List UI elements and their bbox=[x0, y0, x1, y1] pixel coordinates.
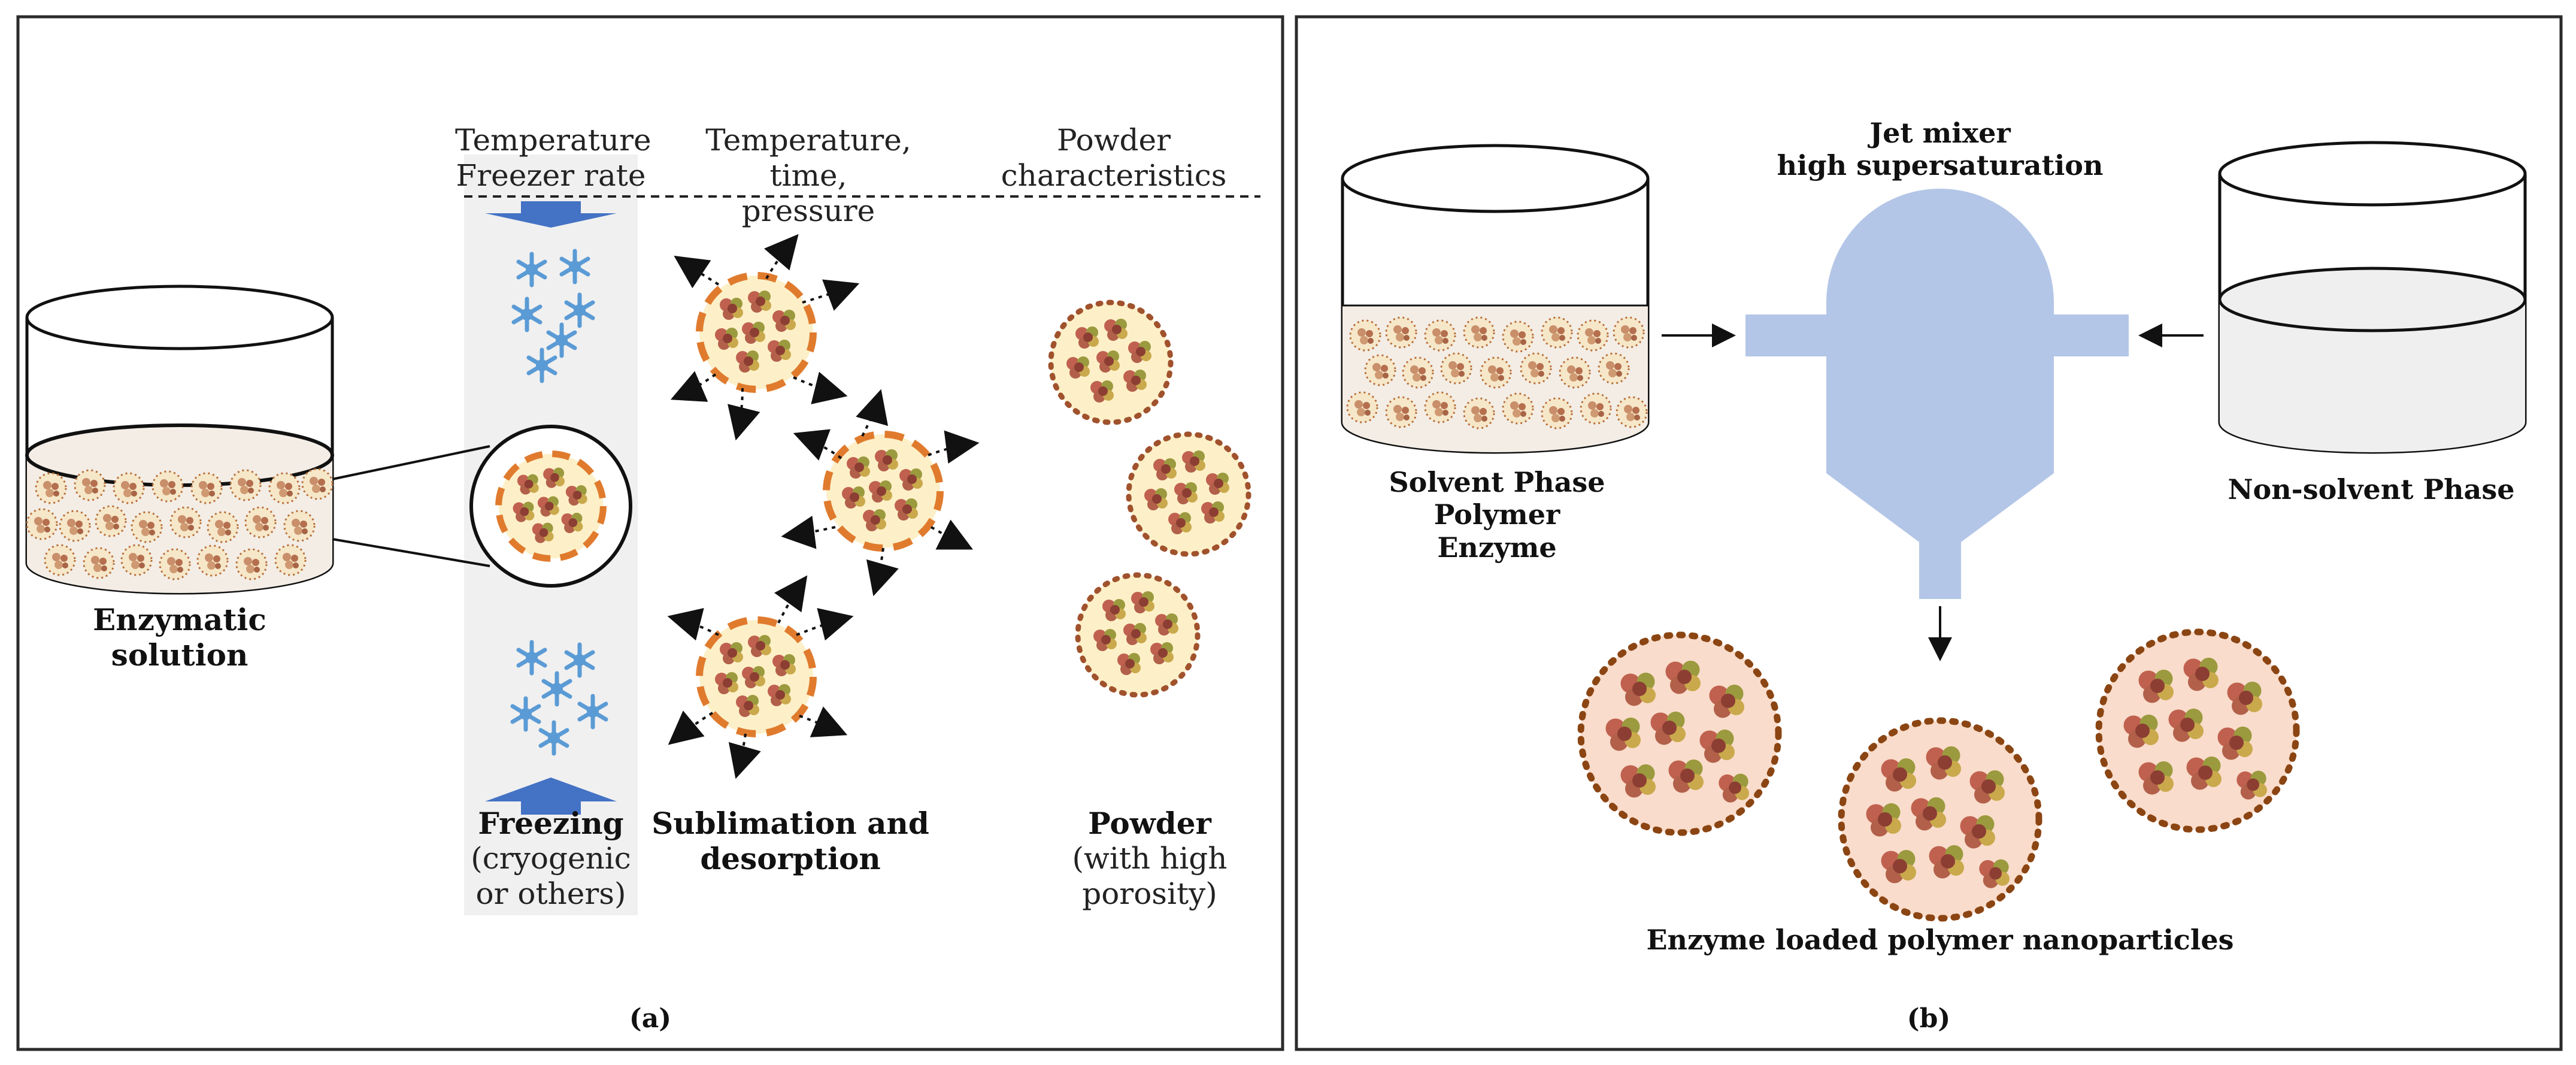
freezing-label: Freezing (cryogenic or others) bbox=[455, 806, 647, 912]
powder-title: Powder bbox=[1088, 806, 1211, 841]
powder-subtitle: (with high porosity) bbox=[1072, 841, 1228, 911]
powder-label: Powder (with high porosity) bbox=[1054, 806, 1245, 912]
powder-particles bbox=[1051, 302, 1248, 695]
zoom-particle bbox=[499, 454, 604, 559]
sublimation-text: Sublimation and desorption bbox=[651, 806, 929, 876]
sublimation-label: Sublimation and desorption bbox=[647, 806, 934, 876]
nanoparticles-label: Enzyme loaded polymer nanoparticles bbox=[1646, 924, 2234, 956]
header-powder-text: Powder characteristics bbox=[1001, 123, 1227, 193]
jet-mixer-text: Jet mixer high supersaturation bbox=[1777, 117, 2104, 182]
caption-b: (b) bbox=[1907, 1003, 1951, 1034]
solvent-phase-beaker bbox=[1341, 144, 1650, 454]
enzymatic-solution-beaker bbox=[25, 285, 334, 595]
header-freezing-params: Temperature Freezer rate bbox=[455, 123, 651, 193]
non-solvent-phase-beaker bbox=[2218, 141, 2527, 454]
header-freezing-text: Temperature Freezer rate bbox=[455, 123, 651, 193]
sublimation-particles bbox=[667, 234, 980, 779]
zoom-line-top bbox=[332, 445, 490, 480]
freezing-title: Freezing bbox=[478, 806, 624, 841]
nanoparticles bbox=[1581, 632, 2296, 918]
jet-mixer bbox=[1745, 189, 2129, 599]
freeze-arrow-down bbox=[485, 201, 617, 228]
non-solvent-phase-label: Non-solvent Phase bbox=[2228, 473, 2515, 506]
panel-b-frame bbox=[1295, 15, 2563, 1051]
zoom-line-bottom bbox=[332, 538, 490, 567]
enzymatic-solution-label: Enzymatic solution bbox=[60, 602, 299, 673]
freeze-arrow-up bbox=[485, 777, 617, 815]
header-powder-params: Powder characteristics bbox=[994, 123, 1234, 193]
solvent-phase-label: Solvent Phase Polymer Enzyme bbox=[1359, 466, 1635, 564]
caption-a: (a) bbox=[629, 1003, 672, 1034]
jet-mixer-label: Jet mixer high supersaturation bbox=[1701, 117, 2180, 182]
solvent-phase-text: Solvent Phase Polymer Enzyme bbox=[1389, 466, 1605, 564]
panel-a-frame bbox=[16, 15, 1284, 1051]
freezing-subtitle: (cryogenic or others) bbox=[471, 841, 631, 911]
enzymatic-solution-text: Enzymatic solution bbox=[93, 602, 266, 673]
header-sublimation-text: Temperature, time, pressure bbox=[705, 123, 911, 228]
header-sublimation-params: Temperature, time, pressure bbox=[665, 123, 952, 229]
